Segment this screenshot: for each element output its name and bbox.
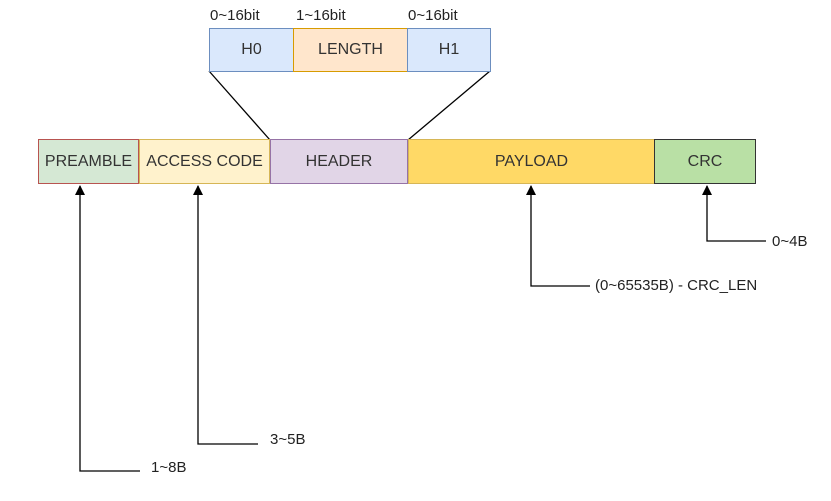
zoom-line-right bbox=[407, 70, 491, 141]
access-code-arrow bbox=[193, 185, 258, 445]
zoom-line-left bbox=[208, 70, 271, 141]
h1-box: H1 bbox=[407, 28, 491, 72]
length-box: LENGTH bbox=[293, 28, 408, 72]
access-code-size-label: 3~5B bbox=[270, 431, 306, 448]
payload-size-label: (0~65535B) - CRC_LEN bbox=[595, 277, 758, 294]
crc-box: CRC bbox=[654, 139, 756, 184]
preamble-arrow bbox=[75, 185, 140, 472]
crc-size-label: 0~4B bbox=[772, 233, 808, 250]
crc-arrow bbox=[702, 185, 766, 242]
access-code-box: ACCESS CODE bbox=[139, 139, 270, 184]
payload-box: PAYLOAD bbox=[408, 139, 655, 184]
h0-bits-label: 0~16bit bbox=[210, 7, 260, 24]
preamble-box: PREAMBLE bbox=[38, 139, 139, 184]
h0-box: H0 bbox=[209, 28, 294, 72]
header-box: HEADER bbox=[270, 139, 408, 184]
payload-arrow bbox=[526, 185, 590, 287]
length-bits-label: 1~16bit bbox=[296, 7, 346, 24]
h1-bits-label: 0~16bit bbox=[408, 7, 458, 24]
preamble-size-label: 1~8B bbox=[151, 459, 187, 476]
